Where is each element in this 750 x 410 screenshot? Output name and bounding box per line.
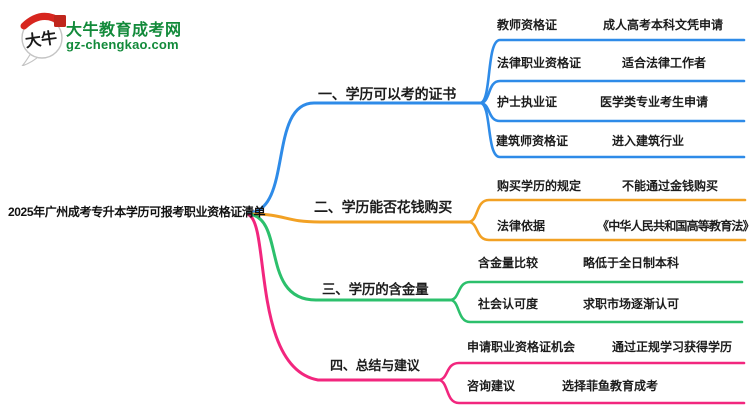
- branch-2-child-value: 不能通过金钱购买: [622, 179, 719, 193]
- branch-2-line: [247, 212, 470, 224]
- branch-3-child-key: 含金量比较: [478, 256, 539, 270]
- branch-3-child-line: [448, 298, 744, 324]
- branch-4-child-value: 通过正规学习获得学历: [612, 340, 733, 354]
- branch-4-line: [247, 213, 440, 382]
- branch-1-child-key: 建筑师资格证: [496, 134, 569, 148]
- branch-2-child-key: 购买学历的规定: [497, 179, 582, 193]
- branch-4-child-key: 申请职业资格证机会: [467, 340, 576, 354]
- branch-1-child-value: 医学类专业考生申请: [600, 95, 709, 109]
- branch-3-line: [247, 212, 452, 302]
- branch-1-child-value: 成人高考本科文凭申请: [603, 18, 724, 32]
- site-url: gz-chengkao.com: [66, 37, 179, 52]
- branch-1-child-key: 教师资格证: [497, 18, 558, 32]
- branch-4-child-line: [436, 378, 746, 405]
- branch-3-child-value: 略低于全日制本科: [583, 256, 680, 270]
- branch-2-child-line: [466, 220, 747, 242]
- branch-4-label: 四、总结与建议: [330, 358, 420, 373]
- branch-1-child-value: 进入建筑行业: [612, 134, 685, 148]
- logo-calligraphy-text: 大牛: [24, 28, 58, 51]
- branch-1-child-key: 护士执业证: [497, 95, 558, 109]
- branch-3-child-key: 社会认可度: [478, 297, 539, 311]
- branch-1-child-line: [478, 38, 746, 105]
- branch-1-child-line: [478, 101, 746, 159]
- branch-4-child-key: 咨询建议: [467, 379, 516, 393]
- logo-seal-icon: [54, 15, 66, 27]
- branch-4-child-line: [436, 361, 746, 382]
- branch-1-line: [247, 101, 482, 215]
- branch-2-child-value: 《中华人民共和国高等教育法》: [597, 219, 750, 233]
- branch-2-child-key: 法律依据: [497, 219, 546, 233]
- site-name: 大牛教育成考网: [66, 22, 182, 39]
- branch-1-child-key: 法律职业资格证: [497, 56, 582, 70]
- branch-2-label: 二、学历能否花钱购买: [314, 199, 452, 215]
- branch-3-label: 三、学历的含金量: [322, 282, 429, 297]
- branch-1-child-value: 适合法律工作者: [622, 56, 707, 70]
- site-logo: 大牛: [20, 12, 66, 66]
- branch-3-child-value: 求职市场逐渐认可: [583, 297, 680, 311]
- branch-1-label: 一、学历可以考的证书: [318, 86, 456, 102]
- mindmap-root-title: 2025年广州成考专升本学历可报考职业资格证清单: [8, 205, 266, 219]
- branch-4-child-value: 选择菲鱼教育成考: [562, 379, 659, 393]
